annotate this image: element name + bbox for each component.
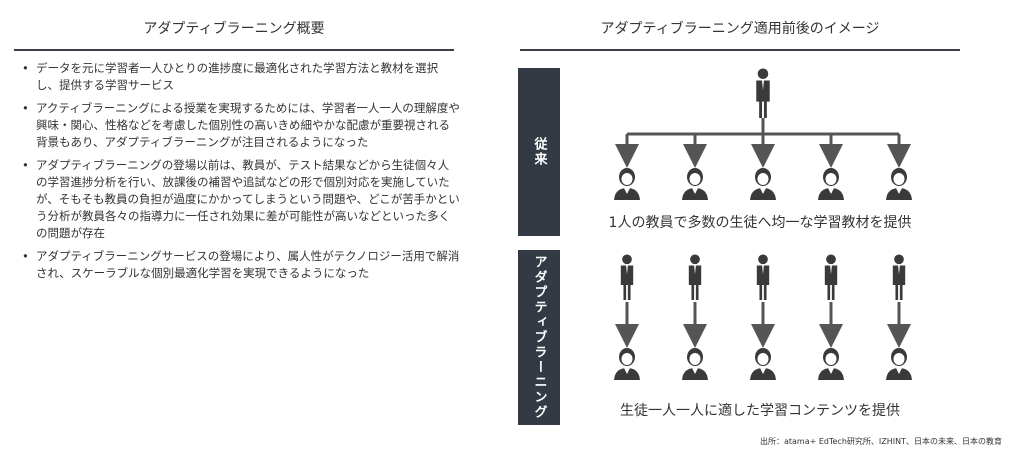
adaptive-caption: 生徒一人一人に適した学習コンテンツを提供 [620,403,900,419]
traditional-section [614,68,912,200]
student-icon [886,168,912,200]
overview-title: アダプティブラーニング概要 [143,21,325,37]
student-icon [614,348,640,380]
student-icon [682,348,708,380]
traditional-caption: 1人の教員で多数の生徒へ均一な学習教材を提供 [608,215,912,231]
teacher-icon [688,254,702,300]
teacher-icon [892,254,906,300]
comparison-diagram [614,68,912,380]
overview-bullet-list: データを元に学習者一人ひとりの進捗度に最適化された学習方法と教材を選択し、提供す… [22,60,460,288]
adaptive-label: アダプティブラーニング [518,250,560,425]
overview-bullet-4: アダプティブラーニングサービスの登場により、属人性がテクノロジー活用で解消され、… [22,248,460,282]
overview-title-rule [14,49,454,51]
student-icon [818,348,844,380]
traditional-arrows [615,134,911,168]
teacher-icon [620,254,634,300]
overview-bullet-2: アクティブラーニングによる授業を実現するためには、学習者一人一人の理解度や興味・… [22,100,460,151]
traditional-label: 従来 [518,68,560,236]
student-icon [682,168,708,200]
teacher-icon [824,254,838,300]
student-icon [818,168,844,200]
student-icon [886,348,912,380]
source-note: 出所：atama+ EdTech研究所、IZHINT、日本の未来、日本の教育 [759,437,1002,446]
comparison-title: アダプティブラーニング適用前後のイメージ [600,21,880,37]
student-icon [750,168,776,200]
traditional-label-text: 従来 [531,137,547,167]
student-icon [750,348,776,380]
overview-bullet-1: データを元に学習者一人ひとりの進捗度に最適化された学習方法と教材を選択し、提供す… [22,60,460,94]
student-icon [614,168,640,200]
teacher-icon [756,68,770,118]
adaptive-label-text: アダプティブラーニング [531,255,547,420]
comparison-title-rule [520,49,960,51]
adaptive-section [614,254,912,380]
overview-bullet-3: アダプティブラーニングの登場以前は、教員が、テスト結果などから生徒個々人の学習進… [22,157,460,242]
adaptive-arrows [615,302,911,348]
teacher-icon [756,254,770,300]
